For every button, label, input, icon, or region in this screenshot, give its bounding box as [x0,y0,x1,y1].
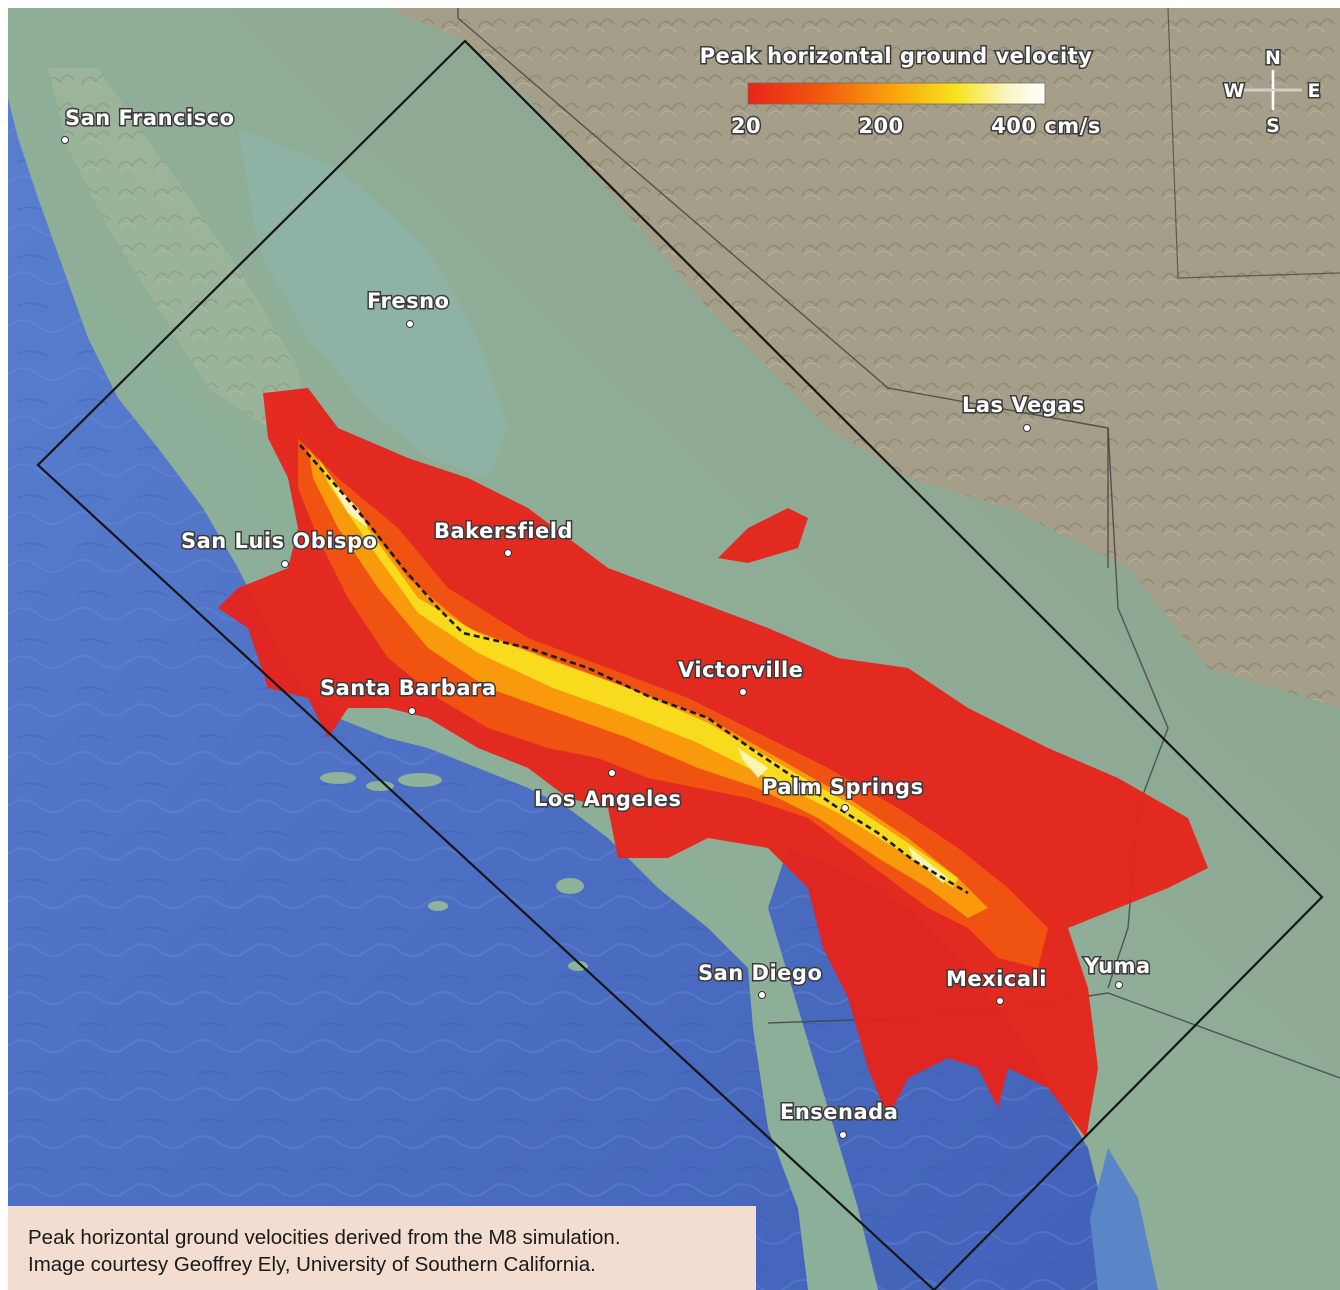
san-andreas-fault-trace [299,444,969,895]
compass-rose: N S E W [1222,46,1322,139]
compass-west: W [1224,80,1245,102]
city-palm-springs[interactable]: Palm Springs [761,774,925,812]
map-canvas: Peak horizontal ground velocity 20 200 4… [8,8,1340,1290]
caption-line-2: Image courtesy Geoffrey Ely, University … [28,1253,596,1276]
city-mexicali[interactable]: Mexicali [945,966,1048,1005]
city-los-angeles[interactable]: Los Angeles [533,769,683,813]
city-label-san-diego: San Diego [698,961,822,985]
simulation-domain-outline [36,39,1324,1290]
city-san-diego[interactable]: San Diego [697,960,823,999]
channel-islands [320,772,588,971]
city-label-victorville: Victorville [678,658,803,682]
city-label-santa-barbara: Santa Barbara [320,676,497,700]
city-label-mexicali: Mexicali [946,967,1047,991]
compass-south: S [1266,115,1280,137]
compass-east: E [1308,80,1321,102]
legend-color-bar [747,82,1046,105]
state-border-ca-az [1107,427,1169,989]
city-label-los-angeles: Los Angeles [534,787,682,811]
city-label-bakersfield: Bakersfield [434,519,573,543]
basin-range-relief [388,8,1340,708]
map-container: Peak horizontal ground velocity 20 200 4… [8,8,1340,1290]
compass-north: N [1265,47,1281,69]
city-las-vegas[interactable]: Las Vegas [961,392,1086,432]
pgv-zone-northeast-patch [718,508,808,563]
central-valley [238,128,508,478]
city-yuma[interactable]: Yuma [1082,953,1152,989]
legend-tick-200: 200 [858,114,903,138]
city-label-fresno: Fresno [367,289,449,313]
city-markers: San Francisco Fresno Las Vegas San Luis … [61,105,1152,1139]
city-san-francisco[interactable]: San Francisco [61,105,236,144]
city-san-luis-obispo[interactable]: San Luis Obispo [180,528,378,568]
legend-title: Peak horizontal ground velocity [700,44,1093,68]
state-border-east [1167,8,1340,279]
city-label-yuma: Yuma [1083,954,1151,978]
city-santa-barbara[interactable]: Santa Barbara [319,675,498,715]
coast-range-texture [48,68,308,438]
velocity-legend: Peak horizontal ground velocity 20 200 4… [698,43,1102,140]
city-label-san-luis-obispo: San Luis Obispo [181,529,377,553]
city-fresno[interactable]: Fresno [366,288,450,328]
legend-tick-20: 20 [731,114,761,138]
caption-line-1: Peak horizontal ground velocities derive… [28,1226,621,1249]
city-ensenada[interactable]: Ensenada [779,1099,899,1139]
image-caption: Peak horizontal ground velocities derive… [8,1206,756,1290]
gulf-of-california [1090,1148,1158,1290]
legend-tick-400: 400 cm/s [991,114,1101,138]
state-border-ca-nv [457,8,1109,568]
city-label-las-vegas: Las Vegas [962,393,1085,417]
city-label-san-francisco: San Francisco [65,106,235,130]
city-victorville[interactable]: Victorville [677,657,804,696]
city-bakersfield[interactable]: Bakersfield [433,518,574,557]
city-label-palm-springs: Palm Springs [762,775,924,799]
city-label-ensenada: Ensenada [780,1100,898,1124]
shaking-footprint [218,388,1208,1138]
pgv-zone-peak [318,458,958,888]
